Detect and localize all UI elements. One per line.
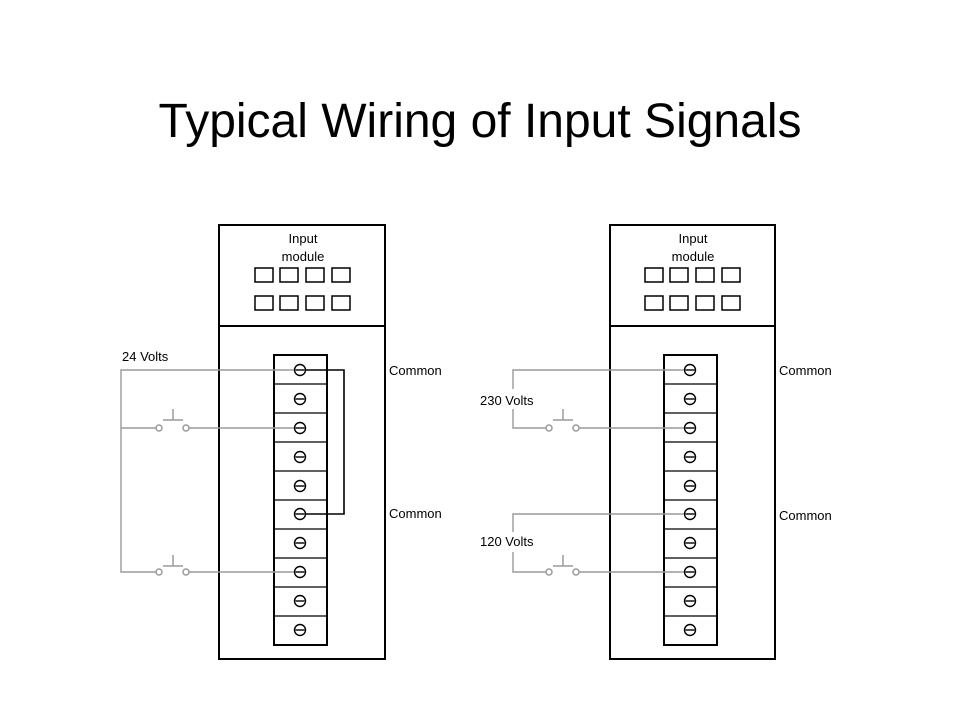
right-module-outline bbox=[609, 224, 776, 660]
right-module-title-line1: Input bbox=[679, 231, 708, 246]
screw-terminal-icon bbox=[293, 450, 307, 464]
screw-terminal-icon bbox=[683, 623, 697, 637]
right-input-module: Input module bbox=[480, 224, 832, 660]
status-led-icon bbox=[695, 295, 715, 311]
status-led-icon bbox=[279, 295, 299, 311]
status-led-icon bbox=[644, 267, 664, 283]
left-input-module: Input module bbox=[120, 224, 442, 660]
right-supply-label-2: 120 Volts bbox=[480, 534, 534, 549]
screw-terminal-icon bbox=[683, 594, 697, 608]
pushbutton-switch-icon bbox=[545, 409, 580, 432]
screw-terminal-icon bbox=[293, 507, 307, 521]
left-screw-terminals bbox=[293, 363, 307, 637]
screw-terminal-icon bbox=[293, 536, 307, 550]
status-led-icon bbox=[669, 267, 689, 283]
right-common-label-1: Common bbox=[779, 363, 832, 378]
status-led-icon bbox=[721, 295, 741, 311]
status-led-icon bbox=[721, 267, 741, 283]
screw-terminal-icon bbox=[683, 507, 697, 521]
screw-terminal-icon bbox=[293, 392, 307, 406]
screw-terminal-icon bbox=[683, 392, 697, 406]
left-module-title-line2: module bbox=[282, 249, 325, 264]
pushbutton-switch-icon bbox=[545, 555, 580, 576]
right-120v-wiring bbox=[512, 513, 684, 573]
screw-terminal-icon bbox=[683, 450, 697, 464]
left-module-title-line1: Input bbox=[289, 231, 318, 246]
left-supply-label: 24 Volts bbox=[122, 349, 169, 364]
right-230v-wiring bbox=[512, 369, 684, 429]
status-led-icon bbox=[331, 267, 351, 283]
status-led-icon bbox=[305, 295, 325, 311]
right-terminal-dividers bbox=[664, 383, 717, 617]
screw-terminal-icon bbox=[293, 623, 307, 637]
status-led-icon bbox=[669, 295, 689, 311]
left-common-label-2: Common bbox=[389, 506, 442, 521]
right-common-label-2: Common bbox=[779, 508, 832, 523]
status-led-icon bbox=[279, 267, 299, 283]
status-led-icon bbox=[644, 295, 664, 311]
left-common-label-1: Common bbox=[389, 363, 442, 378]
screw-terminal-icon bbox=[683, 363, 697, 377]
left-module-outline bbox=[218, 224, 386, 660]
status-led-icon bbox=[695, 267, 715, 283]
screw-terminal-icon bbox=[683, 565, 697, 579]
left-supply-wiring bbox=[120, 369, 294, 573]
pushbutton-switch-icon bbox=[155, 555, 190, 576]
screw-terminal-icon bbox=[293, 363, 307, 377]
status-led-icon bbox=[254, 267, 274, 283]
screw-terminal-icon bbox=[293, 565, 307, 579]
left-terminal-dividers bbox=[274, 383, 327, 617]
screw-terminal-icon bbox=[683, 536, 697, 550]
screw-terminal-icon bbox=[683, 479, 697, 493]
screw-terminal-icon bbox=[293, 421, 307, 435]
screw-terminal-icon bbox=[683, 421, 697, 435]
right-screw-terminals bbox=[683, 363, 697, 637]
screw-terminal-icon bbox=[293, 479, 307, 493]
screw-terminal-icon bbox=[293, 594, 307, 608]
status-led-icon bbox=[331, 295, 351, 311]
slide-title: Typical Wiring of Input Signals bbox=[158, 95, 802, 148]
right-module-title-line2: module bbox=[672, 249, 715, 264]
status-led-icon bbox=[254, 295, 274, 311]
left-common-jumper bbox=[306, 369, 345, 515]
pushbutton-switch-icon bbox=[155, 409, 190, 432]
left-status-indicators bbox=[254, 267, 351, 311]
status-led-icon bbox=[305, 267, 325, 283]
right-status-indicators bbox=[644, 267, 741, 311]
right-supply-label-1: 230 Volts bbox=[480, 393, 534, 408]
